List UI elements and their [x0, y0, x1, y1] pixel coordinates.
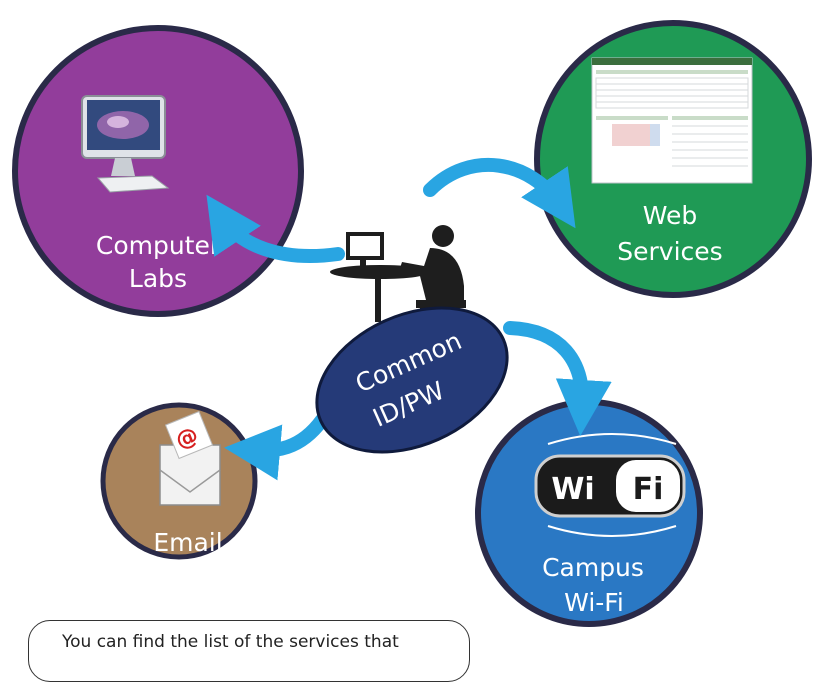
web-services-label-line1: Web	[643, 201, 698, 230]
email-node: @ Email	[100, 402, 258, 560]
wifi-node: Wi Fi Campus Wi-Fi	[475, 399, 703, 627]
person-at-computer-icon	[330, 225, 466, 340]
wifi-logo-left-text: Wi	[551, 472, 594, 507]
wifi-logo-icon: Wi Fi	[534, 433, 686, 537]
note-text: You can find the list of the services th…	[62, 632, 399, 652]
envelope-icon: @	[159, 410, 221, 506]
computer-labs-label-line1: Computer	[96, 231, 221, 260]
web-portal-screenshot-icon	[591, 57, 753, 184]
wifi-label-line1: Campus	[542, 553, 644, 582]
email-label: Email	[153, 528, 222, 557]
wifi-logo-right-text: Fi	[633, 472, 664, 507]
computer-labs-label-line2: Labs	[129, 264, 187, 293]
arrow-to-email	[224, 413, 329, 481]
imac-icon	[81, 95, 170, 193]
connector-arrows	[206, 157, 612, 481]
common-id-pw-node: Common ID/PW	[315, 306, 509, 454]
web-services-node: Web Services	[534, 20, 812, 298]
arrow-to-web-services	[423, 157, 576, 229]
web-services-label-line2: Services	[617, 237, 722, 266]
arrow-to-wifi	[503, 321, 612, 436]
wifi-label-line2: Wi-Fi	[564, 588, 624, 617]
computer-labs-node: Computer Labs	[12, 25, 304, 317]
arrow-to-computer-labs	[206, 194, 345, 263]
services-diagram: Computer Labs Web Services	[12, 20, 812, 627]
